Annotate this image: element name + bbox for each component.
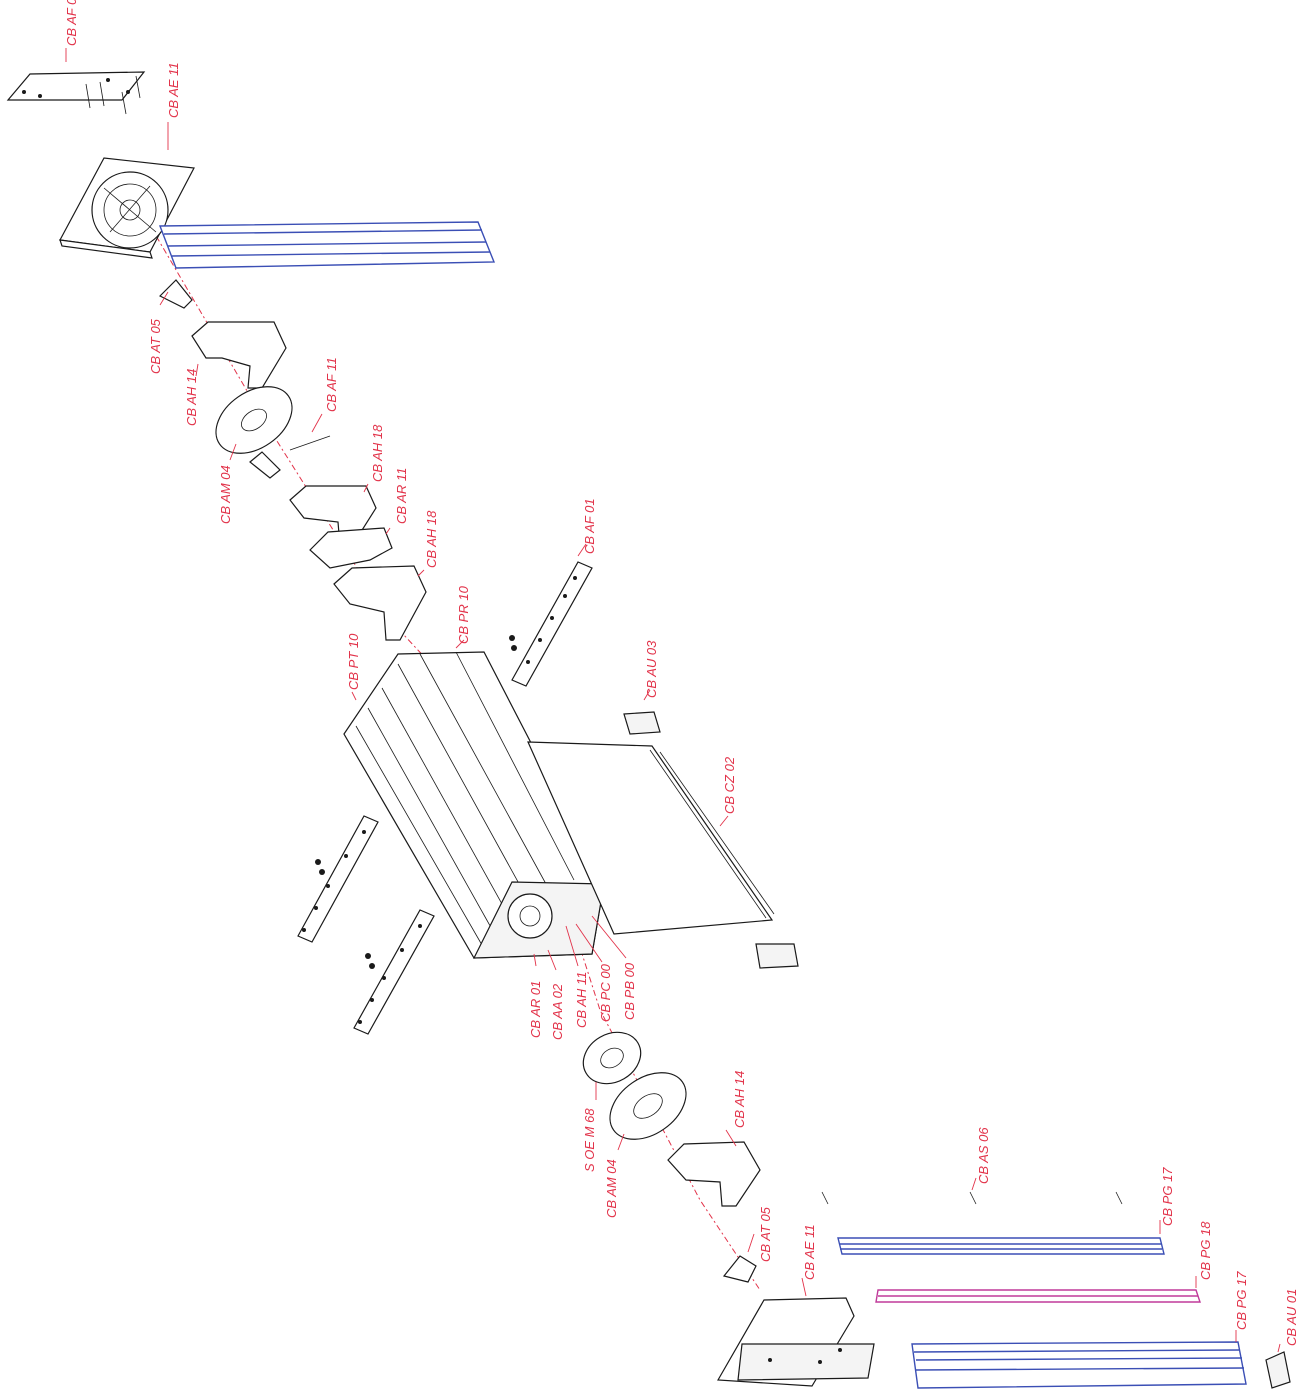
- label-cb-ah-18-a: CB AH 18: [370, 424, 385, 482]
- label-cb-pb-00: CB PB 00: [622, 962, 637, 1020]
- label-cb-at-05-bottom: CB AT 05: [758, 1206, 773, 1262]
- part-s-oe-m68: [582, 1031, 642, 1085]
- part-cb-af-11: [249, 435, 331, 479]
- part-cb-at-05-top: [158, 279, 193, 309]
- label-cb-ah-11: CB AH 11: [574, 972, 589, 1028]
- label-cb-ar-11: CB AR 11: [394, 468, 409, 524]
- label-cb-am-04-top: CB AM 04: [218, 465, 233, 524]
- label-cb-ah-14-top: CB AH 14: [184, 369, 199, 426]
- part-rail-blue-top: [158, 221, 496, 269]
- label-cb-pg-17-b: CB PG 17: [1234, 1271, 1249, 1330]
- label-cb-af-01: CB AF 01: [582, 498, 597, 554]
- label-cb-at-05-top: CB AT 05: [148, 318, 163, 374]
- label-cb-ah-18-b: CB AH 18: [424, 510, 439, 568]
- label-cb-ar-01: CB AR 01: [528, 981, 543, 1038]
- part-cb-ar-11: [309, 527, 393, 569]
- part-strip-left-a: [297, 815, 379, 943]
- label-cb-pg-18: CB PG 18: [1198, 1221, 1213, 1280]
- part-cb-au-01: [1265, 1351, 1291, 1389]
- label-cb-as-06: CB AS 06: [976, 1127, 991, 1184]
- label-cb-cz-02: CB CZ 02: [722, 756, 737, 814]
- label-cb-pc-00: CB PC 00: [598, 963, 613, 1022]
- label-s-oe-m68: S OE M 68: [582, 1108, 597, 1172]
- part-cb-pg-18: [875, 1289, 1201, 1303]
- label-cb-ae-11-top: CB AE 11: [166, 62, 181, 118]
- part-labels: CB AF 00 CB AE 11 CB AT 05 CB AH 14 CB A…: [64, 0, 1299, 1346]
- label-cb-ah-14-bottom: CB AH 14: [732, 1071, 747, 1128]
- label-cb-af-11: CB AF 11: [324, 357, 339, 412]
- part-cb-am-04-bottom: [609, 1072, 687, 1140]
- label-cb-aa-02: CB AA 02: [550, 983, 565, 1040]
- part-cb-ah-14-bottom: [667, 1141, 761, 1207]
- screws-af-01: [509, 635, 517, 651]
- part-cb-af-00: [6, 71, 146, 115]
- part-cb-ae-11-bottom: [716, 1297, 875, 1387]
- part-cb-as-06: [821, 1191, 1123, 1205]
- label-cb-au-01: CB AU 01: [1284, 1289, 1299, 1346]
- part-main-cassette: [343, 651, 605, 959]
- label-cb-am-04-bottom: CB AM 04: [604, 1159, 619, 1218]
- label-cb-au-03: CB AU 03: [644, 640, 659, 698]
- label-cb-af-00: CB AF 00: [64, 0, 79, 46]
- part-cb-au-03: [623, 711, 661, 735]
- part-cb-af-01: [511, 561, 593, 687]
- part-cb-pg-17-b: [911, 1341, 1247, 1389]
- part-cb-ah-18-b: [333, 565, 427, 641]
- part-cb-cz-02: [527, 741, 775, 935]
- part-cb-pg-17-a: [837, 1237, 1165, 1255]
- part-strip-left-b: [353, 909, 435, 1035]
- label-cb-pg-17-a: CB PG 17: [1160, 1167, 1175, 1226]
- part-cb-am-04-top: [215, 386, 293, 454]
- part-cb-ah-14-top: [191, 321, 287, 389]
- leader-lines: [65, 48, 1281, 1353]
- part-fabric-end-bracket: [755, 943, 799, 969]
- label-cb-ae-11-bottom: CB AE 11: [802, 1224, 817, 1280]
- label-cb-pt-10: CB PT 10: [346, 633, 361, 690]
- label-cb-pr-10: CB PR 10: [456, 585, 471, 644]
- part-cb-at-05-bottom: [722, 1255, 757, 1283]
